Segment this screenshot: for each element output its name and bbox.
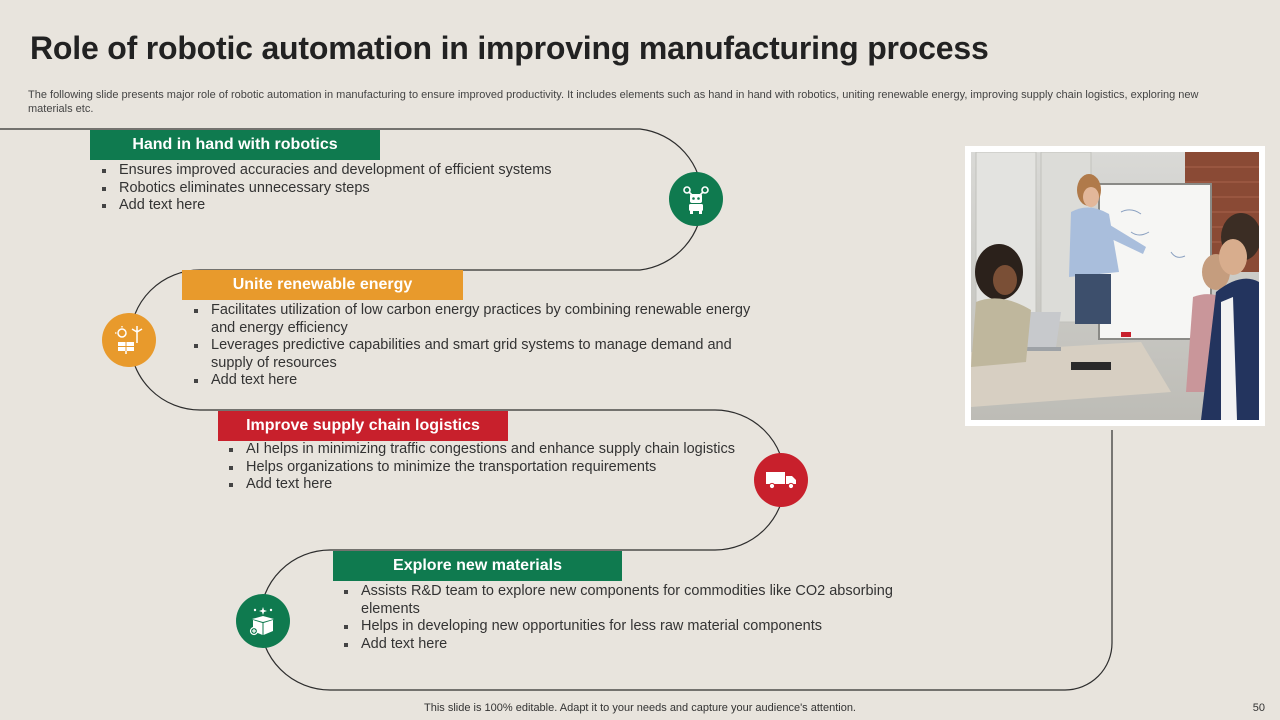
list-item: AI helps in minimizing traffic congestio…: [228, 441, 768, 459]
list-item: Helps in developing new opportunities fo…: [343, 618, 913, 636]
section-label-robotics: Hand in hand with robotics: [90, 130, 380, 160]
slide-footer: This slide is 100% editable. Adapt it to…: [424, 702, 856, 714]
delivery-truck-icon: [754, 453, 808, 507]
section-label-supply-chain: Improve supply chain logistics: [218, 411, 508, 441]
renewable-energy-icon: [102, 313, 156, 367]
slide-subtitle: The following slide presents major role …: [28, 89, 1199, 115]
list-item: Ensures improved accuracies and developm…: [101, 162, 661, 180]
section-points-supply-chain: AI helps in minimizing traffic congestio…: [228, 441, 768, 494]
list-item: Add text here: [343, 636, 913, 654]
new-materials-box-icon: [236, 594, 290, 648]
list-item: Add text here: [228, 476, 768, 494]
list-item: Facilitates utilization of low carbon en…: [193, 302, 763, 337]
list-item: Leverages predictive capabilities and sm…: [193, 337, 763, 372]
list-item: Add text here: [193, 372, 763, 390]
section-points-renewable: Facilitates utilization of low carbon en…: [193, 302, 763, 390]
list-item: Add text here: [101, 197, 661, 215]
list-item: Robotics eliminates unnecessary steps: [101, 180, 661, 198]
robot-icon: [669, 172, 723, 226]
team-meeting-photo: [965, 146, 1265, 426]
list-item: Assists R&D team to explore new componen…: [343, 583, 913, 618]
section-points-robotics: Ensures improved accuracies and developm…: [101, 162, 661, 215]
list-item: Helps organizations to minimize the tran…: [228, 459, 768, 477]
page-number: 50: [1252, 702, 1265, 714]
section-points-materials: Assists R&D team to explore new componen…: [343, 583, 913, 653]
section-label-materials: Explore new materials: [333, 551, 622, 581]
slide-title: Role of robotic automation in improving …: [30, 30, 989, 66]
section-label-renewable: Unite renewable energy: [182, 270, 463, 300]
